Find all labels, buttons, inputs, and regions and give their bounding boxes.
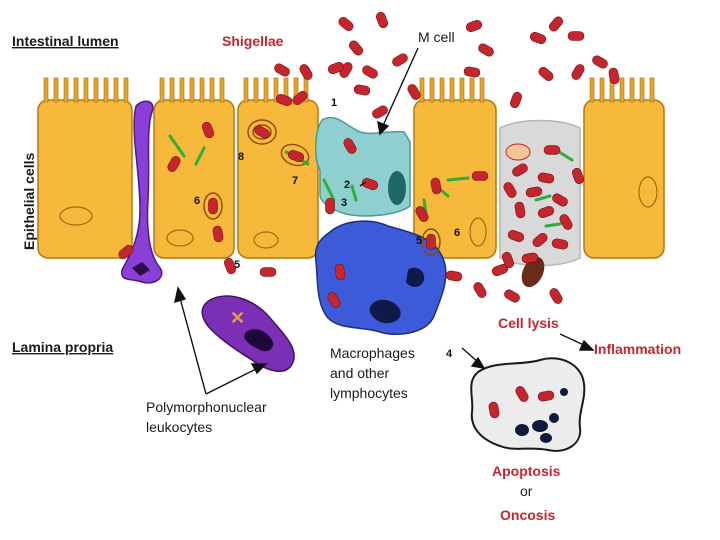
label-m-cell: M cell — [418, 29, 455, 45]
step-4: 4 — [446, 348, 453, 360]
step-5: 5 — [234, 259, 240, 271]
label-apoptosis: Apoptosis — [492, 463, 561, 479]
label-intestinal-lumen: Intestinal lumen — [12, 33, 119, 49]
pmn-transmigrating — [121, 100, 163, 284]
step-5-right: 5 — [416, 235, 422, 247]
label-macrophages-3: lymphocytes — [330, 385, 408, 401]
step-3: 3 — [341, 197, 347, 209]
nucleus — [59, 206, 93, 226]
label-pmn-2: leukocytes — [146, 419, 212, 435]
arrows — [174, 47, 595, 395]
m-cell — [315, 116, 411, 217]
label-shigellae: Shigellae — [222, 33, 284, 49]
label-cell-lysis: Cell lysis — [498, 315, 559, 331]
step-6-right: 6 — [454, 227, 460, 239]
lysed-nucleus — [521, 256, 545, 288]
step-6: 6 — [194, 195, 200, 207]
step-8: 8 — [238, 151, 244, 163]
label-epithelial-cells: Epithelial cells — [21, 153, 37, 250]
step-1: 1 — [331, 97, 337, 109]
step-7: 7 — [292, 175, 298, 187]
apoptotic-cell — [470, 357, 586, 452]
epithelial-cell — [583, 77, 665, 259]
label-oncosis: Oncosis — [500, 507, 555, 523]
cross-mark-icon: ✕ — [230, 308, 245, 328]
m-cell-nucleus — [388, 171, 406, 205]
epithelial-cell — [37, 77, 133, 259]
vacuoles — [203, 119, 441, 256]
pmn-leukocyte: ✕ — [201, 295, 295, 372]
macrophage — [314, 220, 447, 335]
label-macrophages-1: Macrophages — [330, 345, 415, 361]
label-inflammation: Inflammation — [594, 341, 681, 357]
step-2: 2 — [344, 179, 350, 191]
label-macrophages-2: and other — [330, 365, 389, 381]
label-pmn-1: Polymorphonuclear — [146, 399, 267, 415]
label-or: or — [520, 483, 533, 499]
epithelial-cell — [237, 77, 319, 259]
label-lamina-propria: Lamina propria — [12, 339, 113, 355]
